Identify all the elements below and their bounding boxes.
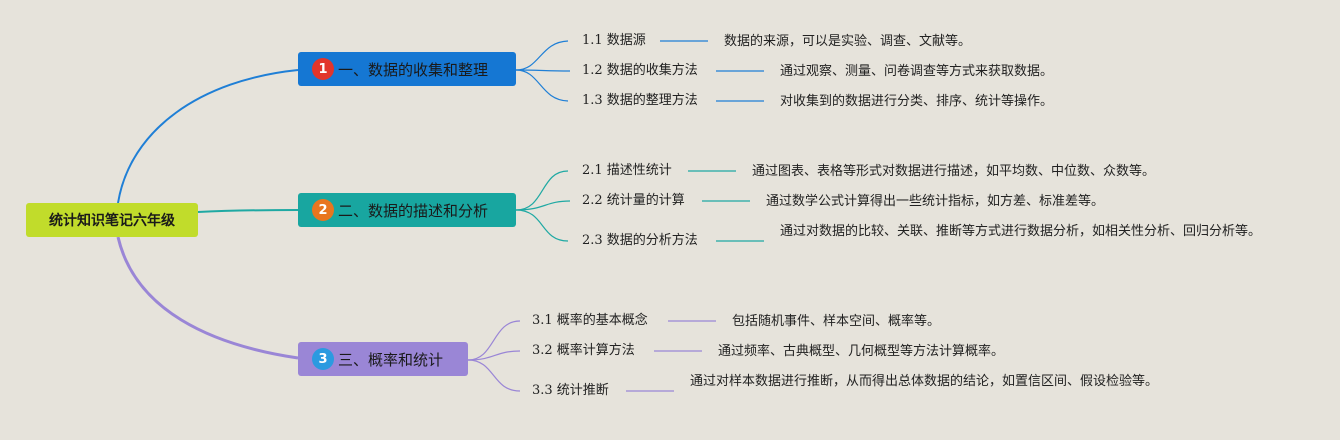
sub-node-2-2[interactable]: 2.2 统计量的计算: [582, 193, 685, 209]
sub-connector-1-3: [515, 69, 569, 102]
sub-node-label: 2.1 描述性统计: [582, 163, 672, 178]
sub-connector-3-1: [467, 320, 521, 361]
sub-node-desc-3-1: 包括随机事件、样本空间、概率等。: [732, 313, 1032, 330]
sub-node-label: 3.2 概率计算方法: [532, 343, 635, 358]
desc-text: 通过数学公式计算得出一些统计指标，如方差、标准差等。: [766, 194, 1105, 209]
sub-connector-2-3: [515, 209, 569, 242]
sub-node-desc-3-3: 通过对样本数据进行推断，从而得出总体数据的结论，如置信区间、假设检验等。: [690, 373, 1176, 390]
sub-node-desc-1-2: 通过观察、测量、问卷调查等方式来获取数据。: [780, 63, 1100, 80]
sub-connector-2-1: [515, 170, 569, 211]
desc-text: 数据的来源，可以是实验、调查、文献等。: [724, 34, 972, 49]
sub-node-label: 2.2 统计量的计算: [582, 193, 685, 208]
branch-node-label: 三、概率和统计: [338, 350, 444, 369]
branch-number-badge: 3: [312, 348, 334, 370]
branch-number-badge: 1: [312, 58, 334, 80]
branch-number-badge: 2: [312, 199, 334, 221]
branch-node-3[interactable]: 3 三、概率和统计: [298, 342, 468, 376]
sub-node-label: 1.3 数据的整理方法: [582, 93, 698, 108]
sub-node-desc-2-1: 通过图表、表格等形式对数据进行描述，如平均数、中位数、众数等。: [752, 163, 1212, 180]
sub-node-label: 3.3 统计推断: [532, 383, 609, 398]
sub-node-label: 1.2 数据的收集方法: [582, 63, 698, 78]
desc-text: 通过观察、测量、问卷调查等方式来获取数据。: [780, 64, 1054, 79]
sub-node-desc-2-3: 通过对数据的比较、关联、推断等方式进行数据分析，如相关性分析、回归分析等。: [780, 223, 1278, 240]
sub-connector-3-2: [467, 350, 521, 361]
sub-node-1-3[interactable]: 1.3 数据的整理方法: [582, 93, 698, 109]
branch-node-label: 一、数据的收集和整理: [338, 60, 489, 79]
root-connector-1: [117, 69, 299, 204]
sub-node-2-1[interactable]: 2.1 描述性统计: [582, 163, 672, 179]
sub-node-desc-2-2: 通过数学公式计算得出一些统计指标，如方差、标准差等。: [766, 193, 1186, 210]
sub-node-label: 1.1 数据源: [582, 33, 646, 48]
sub-node-3-3[interactable]: 3.3 统计推断: [532, 383, 609, 399]
desc-text: 通过对数据的比较、关联、推断等方式进行数据分析，如相关性分析、回归分析等。: [780, 224, 1262, 239]
root-connector-2: [197, 209, 299, 213]
sub-node-3-1[interactable]: 3.1 概率的基本概念: [532, 313, 648, 329]
root-node-label: 统计知识笔记六年级: [49, 213, 175, 229]
branch-node-label: 二、数据的描述和分析: [338, 201, 489, 220]
branch-node-1[interactable]: 1 一、数据的收集和整理: [298, 52, 516, 86]
sub-node-1-2[interactable]: 1.2 数据的收集方法: [582, 63, 698, 79]
sub-node-2-3[interactable]: 2.3 数据的分析方法: [582, 233, 698, 249]
desc-text: 包括随机事件、样本空间、概率等。: [732, 314, 941, 329]
root-node[interactable]: 统计知识笔记六年级: [26, 203, 198, 237]
sub-node-desc-1-3: 对收集到的数据进行分类、排序、统计等操作。: [780, 93, 1100, 110]
sub-node-3-2[interactable]: 3.2 概率计算方法: [532, 343, 635, 359]
sub-connector-2-2: [515, 200, 571, 211]
branch-node-2[interactable]: 2 二、数据的描述和分析: [298, 193, 516, 227]
sub-node-label: 2.3 数据的分析方法: [582, 233, 698, 248]
root-connector-3: [116, 236, 299, 360]
sub-node-label: 3.1 概率的基本概念: [532, 313, 648, 328]
desc-text: 通过对样本数据进行推断，从而得出总体数据的结论，如置信区间、假设检验等。: [690, 374, 1159, 389]
desc-text: 对收集到的数据进行分类、排序、统计等操作。: [780, 94, 1054, 109]
desc-text: 通过频率、古典概型、几何概型等方法计算概率。: [718, 344, 1005, 359]
desc-text: 通过图表、表格等形式对数据进行描述，如平均数、中位数、众数等。: [752, 164, 1156, 179]
sub-node-desc-1-1: 数据的来源，可以是实验、调查、文献等。: [724, 33, 1004, 50]
sub-node-1-1[interactable]: 1.1 数据源: [582, 33, 646, 49]
sub-connector-1-1: [515, 40, 569, 71]
sub-connector-3-3: [467, 359, 521, 392]
sub-node-desc-3-2: 通过频率、古典概型、几何概型等方法计算概率。: [718, 343, 1058, 360]
